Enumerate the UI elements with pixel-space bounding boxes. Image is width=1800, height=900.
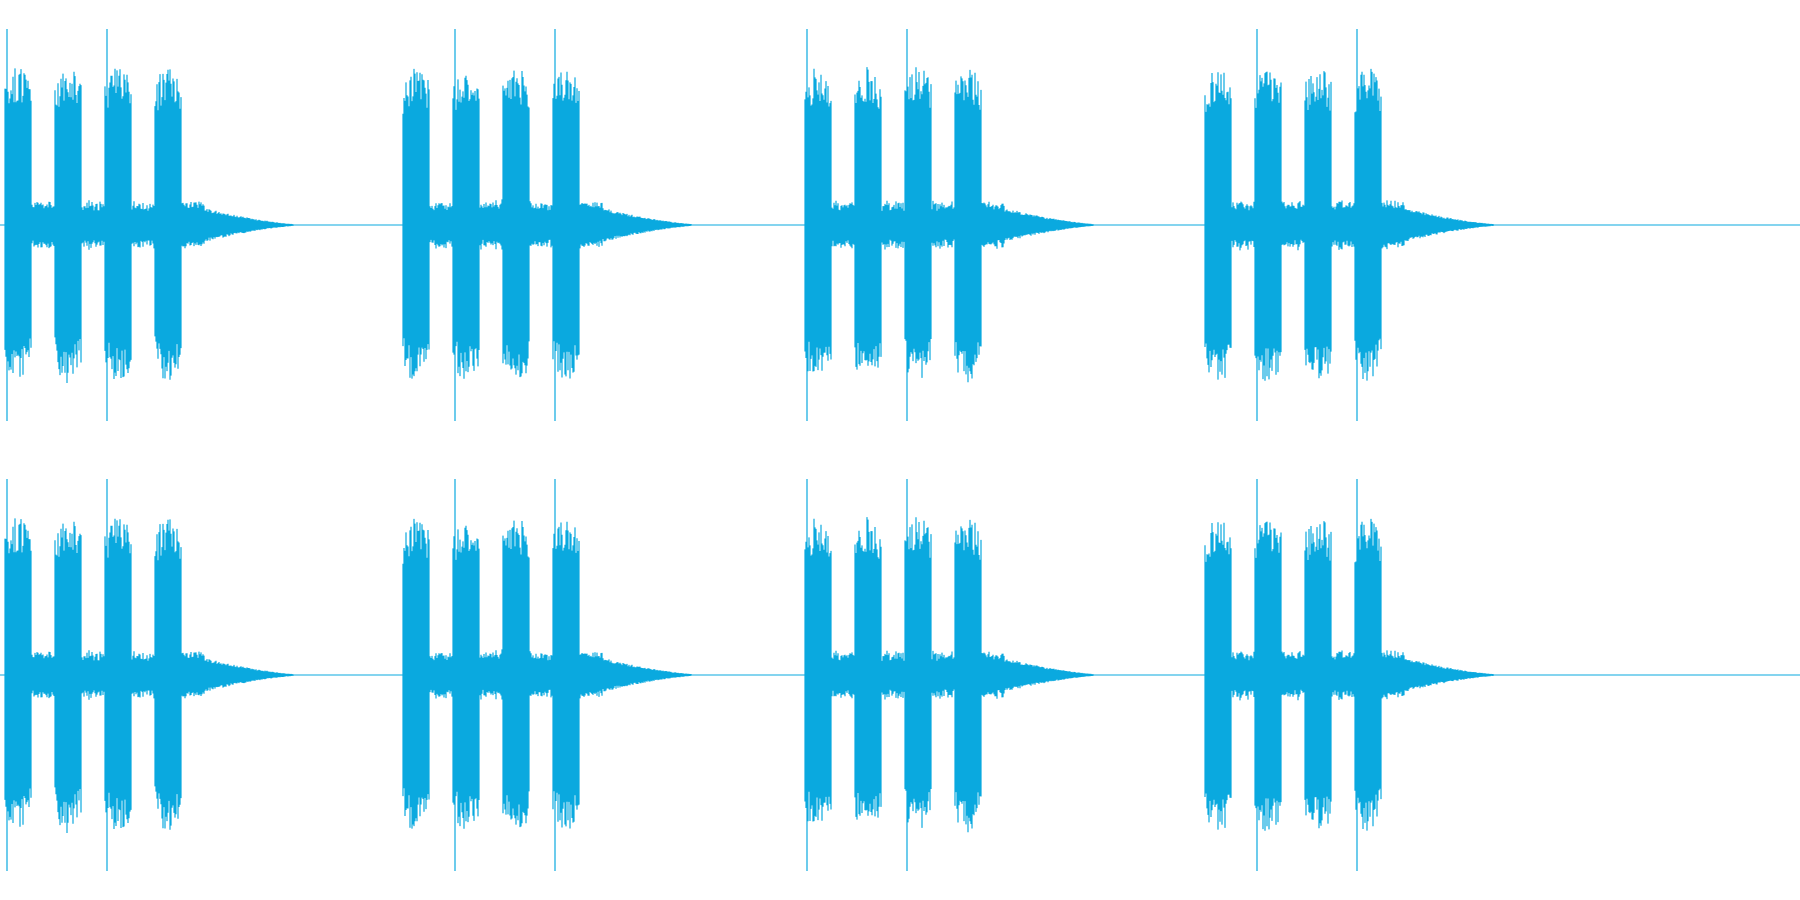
channel-2-waveform: [0, 479, 1800, 871]
waveform-bursts: [4, 479, 1494, 871]
channel-1-waveform: [0, 29, 1800, 421]
waveform-bursts: [4, 29, 1494, 421]
